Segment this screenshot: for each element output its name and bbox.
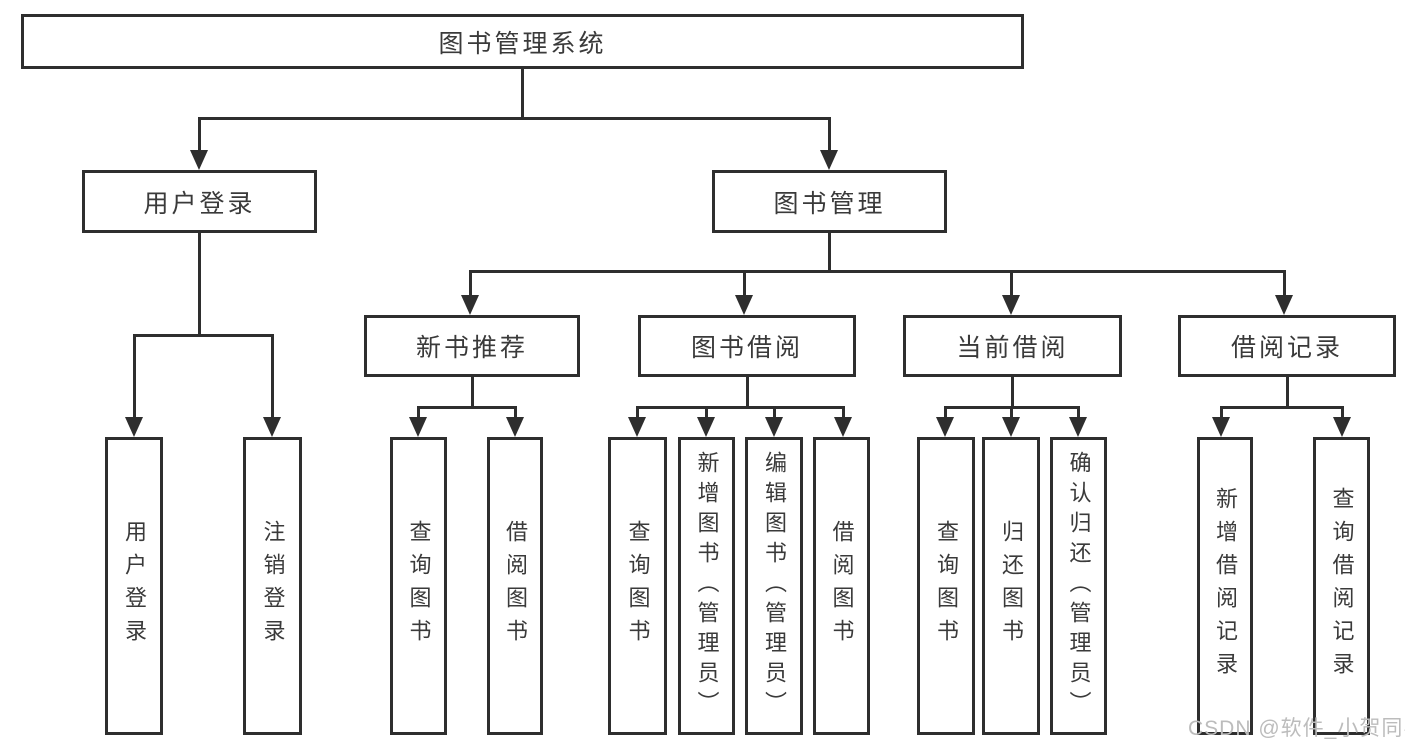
leaf-rec-query-books-label: 查询图书	[406, 520, 432, 652]
leaf-cb-confirm-return: 确认归还（管理员）	[1050, 437, 1107, 735]
connector-line	[469, 270, 472, 296]
connector-line	[521, 69, 524, 119]
leaf-user-login-label: 用户登录	[122, 520, 147, 652]
connector-line	[1077, 406, 1080, 418]
connector-line	[828, 117, 831, 151]
leaf-bb-borrow-books: 借阅图书	[813, 437, 870, 735]
leaf-cb-return-books: 归还图书	[982, 437, 1040, 735]
arrow-down-icon	[820, 150, 838, 170]
node-borrow-records: 借阅记录	[1178, 315, 1396, 377]
arrow-down-icon	[409, 417, 427, 437]
leaf-cb-query-books: 查询图书	[917, 437, 975, 735]
leaf-rec-borrow-books-label: 借阅图书	[503, 520, 528, 652]
leaf-bb-query-books-label: 查询图书	[625, 520, 651, 652]
arrow-down-icon	[506, 417, 524, 437]
node-root: 图书管理系统	[21, 14, 1024, 69]
connector-line	[842, 406, 845, 418]
arrow-down-icon	[263, 417, 281, 437]
connector-line	[198, 117, 830, 120]
connector-line	[417, 406, 420, 418]
node-book-management: 图书管理	[712, 170, 947, 233]
arrow-down-icon	[735, 295, 753, 315]
arrow-down-icon	[936, 417, 954, 437]
leaf-user-login: 用户登录	[105, 437, 163, 735]
connector-line	[944, 406, 947, 418]
connector-line	[1220, 406, 1223, 418]
arrow-down-icon	[1002, 417, 1020, 437]
arrow-down-icon	[125, 417, 143, 437]
leaf-br-query-record-label: 查询借阅记录	[1329, 487, 1355, 685]
connector-line	[636, 406, 639, 418]
connector-line	[1286, 377, 1289, 408]
connector-line	[1011, 377, 1014, 408]
arrow-down-icon	[765, 417, 783, 437]
arrow-down-icon	[1002, 295, 1020, 315]
node-current-borrowing-label: 当前借阅	[956, 334, 1069, 362]
leaf-bb-edit-books: 编辑图书（管理员）	[745, 437, 803, 735]
connector-line	[198, 117, 201, 151]
connector-line	[1010, 270, 1013, 296]
node-user-login-label: 用户登录	[143, 189, 256, 218]
csdn-watermark: CSDN @软件_小贺同学	[1188, 717, 1405, 740]
node-new-book-recommend: 新书推荐	[364, 315, 580, 377]
leaf-br-query-record: 查询借阅记录	[1313, 437, 1370, 735]
arrow-down-icon	[1212, 417, 1230, 437]
leaf-bb-add-books: 新增图书（管理员）	[678, 437, 735, 735]
node-current-borrowing: 当前借阅	[903, 315, 1122, 377]
connector-line	[746, 377, 749, 408]
node-book-borrowing: 图书借阅	[638, 315, 856, 377]
arrow-down-icon	[1333, 417, 1351, 437]
connector-line	[417, 406, 516, 409]
connector-line	[1283, 270, 1286, 296]
leaf-cb-return-books-label: 归还图书	[999, 520, 1024, 652]
connector-line	[1341, 406, 1344, 418]
leaf-rec-query-books: 查询图书	[390, 437, 447, 735]
connector-line	[773, 406, 776, 418]
arrow-down-icon	[1275, 295, 1293, 315]
leaf-bb-query-books: 查询图书	[608, 437, 667, 735]
connector-line	[1010, 406, 1013, 418]
leaf-bb-add-books-label: 新增图书（管理员）	[694, 451, 720, 721]
connector-line	[133, 334, 136, 418]
connector-line	[471, 377, 474, 408]
connector-line	[1220, 406, 1343, 409]
node-borrow-records-label: 借阅记录	[1230, 334, 1343, 362]
leaf-cb-query-books-label: 查询图书	[934, 520, 959, 652]
connector-line	[514, 406, 517, 418]
leaf-cb-confirm-return-label: 确认归还（管理员）	[1066, 451, 1092, 721]
leaf-logout-label: 注销登录	[260, 520, 286, 652]
connector-line	[133, 334, 273, 337]
arrow-down-icon	[190, 150, 208, 170]
node-book-borrowing-label: 图书借阅	[690, 334, 803, 362]
leaf-br-add-record: 新增借阅记录	[1197, 437, 1253, 735]
leaf-logout: 注销登录	[243, 437, 302, 735]
arrow-down-icon	[1069, 417, 1087, 437]
arrow-down-icon	[628, 417, 646, 437]
leaf-bb-edit-books-label: 编辑图书（管理员）	[762, 451, 787, 721]
connector-line	[743, 270, 746, 296]
connector-line	[271, 334, 274, 418]
leaf-rec-borrow-books: 借阅图书	[487, 437, 543, 735]
node-user-login: 用户登录	[82, 170, 317, 233]
arrow-down-icon	[834, 417, 852, 437]
connector-line	[636, 406, 844, 409]
arrow-down-icon	[697, 417, 715, 437]
connector-line	[198, 233, 201, 337]
leaf-br-add-record-label: 新增借阅记录	[1213, 487, 1238, 685]
node-book-management-label: 图书管理	[773, 189, 886, 218]
leaf-bb-borrow-books-label: 借阅图书	[829, 520, 855, 652]
connector-line	[705, 406, 708, 418]
arrow-down-icon	[461, 295, 479, 315]
node-new-book-recommend-label: 新书推荐	[415, 334, 528, 362]
node-root-label: 图书管理系统	[438, 29, 607, 58]
connector-line	[828, 233, 831, 272]
connector-line	[469, 270, 1285, 273]
